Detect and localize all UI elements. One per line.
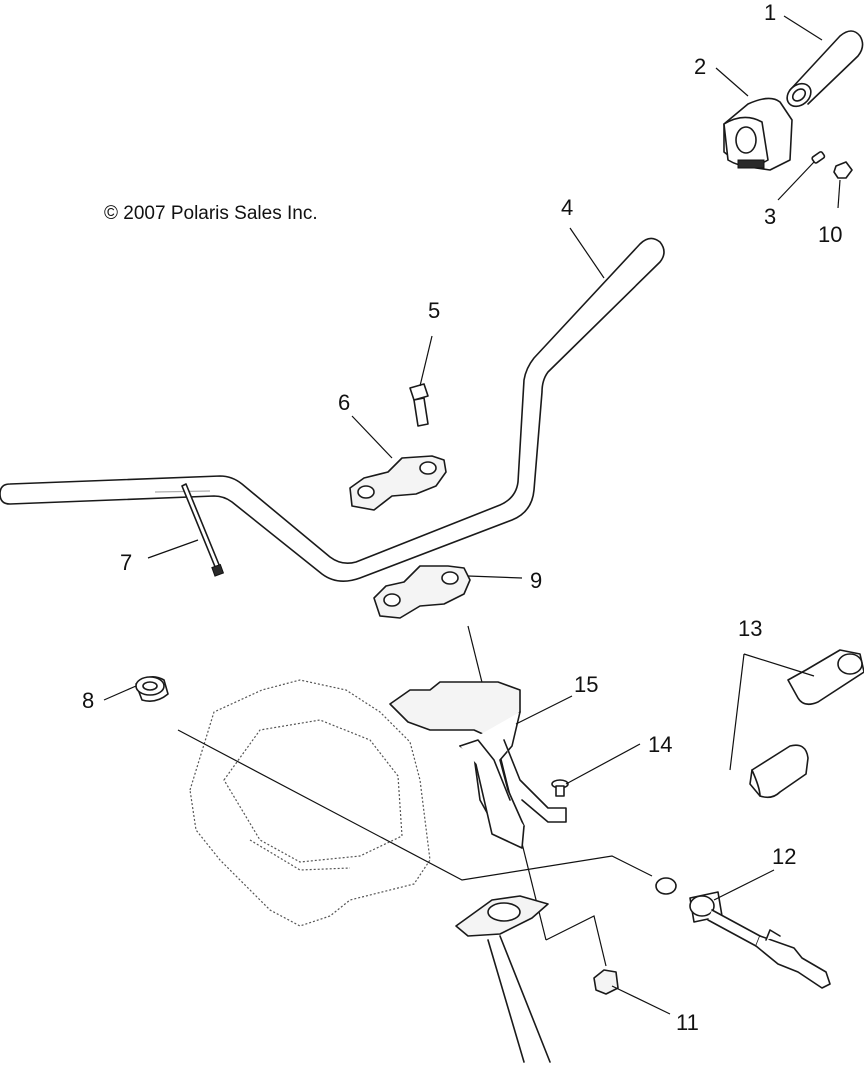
bearing-flange[interactable] bbox=[455, 895, 549, 937]
bracket[interactable] bbox=[389, 681, 567, 849]
screw-small[interactable] bbox=[551, 779, 569, 797]
lower-clamp[interactable] bbox=[373, 565, 471, 619]
leader-lines bbox=[103, 15, 841, 1015]
callout-2: 2 bbox=[694, 54, 706, 79]
flange-nut[interactable] bbox=[593, 969, 619, 995]
callout-4: 4 bbox=[561, 195, 573, 220]
callout-12: 12 bbox=[772, 844, 796, 869]
grommet[interactable] bbox=[135, 676, 169, 702]
callout-11: 11 bbox=[676, 1010, 699, 1035]
ignition-switch[interactable] bbox=[655, 877, 831, 989]
callout-10: 10 bbox=[818, 222, 842, 247]
handlebar-pod bbox=[189, 679, 431, 927]
callout-5: 5 bbox=[428, 298, 440, 323]
steering-post bbox=[467, 625, 551, 1063]
callout-7: 7 bbox=[120, 550, 132, 575]
callout-9: 9 bbox=[530, 568, 542, 593]
cable-tie[interactable] bbox=[181, 483, 225, 577]
nut[interactable] bbox=[833, 161, 853, 179]
callout-6: 6 bbox=[338, 390, 350, 415]
cover-pair[interactable] bbox=[749, 649, 864, 799]
screw[interactable] bbox=[811, 151, 826, 164]
callout-8: 8 bbox=[82, 688, 94, 713]
callout-13: 13 bbox=[738, 616, 762, 641]
upper-clamp[interactable] bbox=[349, 455, 447, 511]
callout-1: 1 bbox=[764, 0, 776, 25]
grip[interactable] bbox=[783, 30, 864, 111]
callout-3: 3 bbox=[764, 204, 776, 229]
copyright-notice: © 2007 Polaris Sales Inc. bbox=[104, 203, 318, 224]
callout-15: 15 bbox=[574, 672, 598, 697]
handlebar[interactable] bbox=[0, 237, 665, 582]
callout-14: 14 bbox=[648, 732, 672, 757]
throttle-housing[interactable] bbox=[723, 97, 793, 171]
bolt[interactable] bbox=[409, 383, 429, 427]
